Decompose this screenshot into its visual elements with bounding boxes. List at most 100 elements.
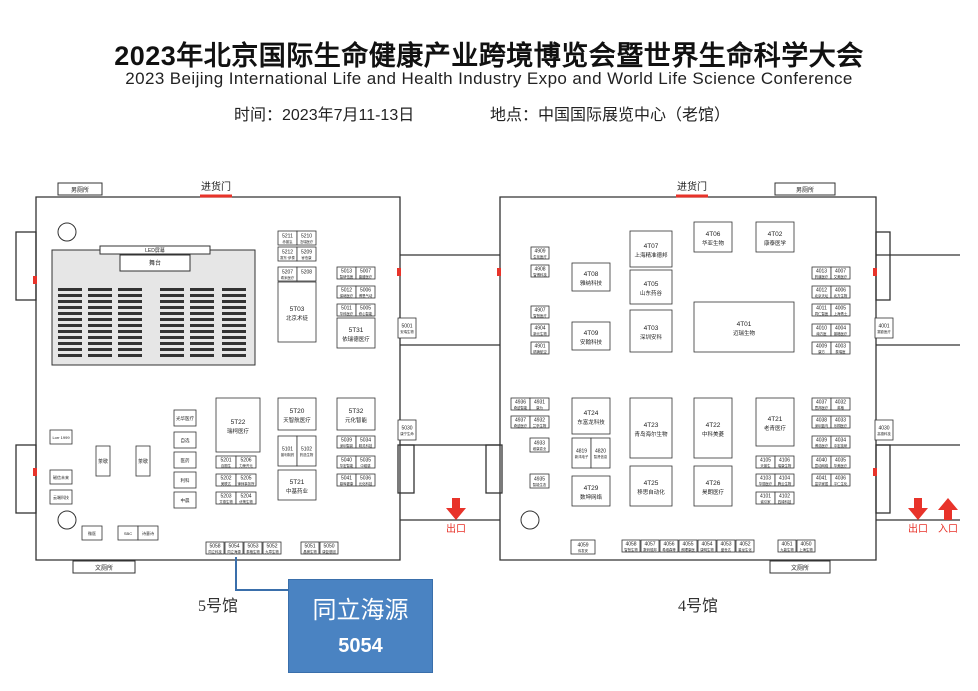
booth-box xyxy=(530,246,550,260)
booth-name: 东富龙科技 xyxy=(577,418,605,426)
booth-name: 依瑞德医疗 xyxy=(342,335,370,343)
hall5-label: 5号馆 xyxy=(198,598,239,615)
booth-name: 泰瑞医 xyxy=(835,349,846,354)
room-box xyxy=(173,431,197,449)
booth-name: 同仁智医 xyxy=(815,311,829,316)
booth-box xyxy=(716,539,736,553)
booth-id: 4933 xyxy=(534,441,545,447)
room: 利科 xyxy=(173,471,197,489)
entrance-5-label: 进货门 xyxy=(201,180,231,193)
booth-name: 新鸿电子 xyxy=(575,454,589,459)
booth-id: 4010 xyxy=(816,326,827,332)
booth-box xyxy=(571,475,611,507)
booth-box xyxy=(355,473,376,487)
booth-name: 希米医疗 xyxy=(281,275,295,280)
seat-row xyxy=(88,348,112,351)
booth-5208: 5208 xyxy=(296,266,317,282)
booth-name: 雅纳科技 xyxy=(580,279,603,287)
seat-row xyxy=(88,288,112,291)
booth-name: 智慧生物 xyxy=(624,547,638,552)
seat-row xyxy=(58,354,82,357)
hall4-outline xyxy=(499,196,877,561)
booth-id: 4039 xyxy=(816,438,827,444)
seat-row xyxy=(118,300,142,303)
booth-box xyxy=(355,266,376,280)
booth-box xyxy=(874,419,894,441)
entry-4-label: 入口 xyxy=(938,524,958,535)
booth-name: 精灵科技 xyxy=(359,443,373,448)
seat-row xyxy=(118,306,142,309)
booth-name: 思邦医疗 xyxy=(815,405,829,410)
room: 云端科技 xyxy=(49,489,73,505)
booth-name: 平仁生化 xyxy=(834,481,848,486)
booth-name: 优策生物 xyxy=(239,499,253,504)
seat-row xyxy=(160,306,184,309)
booth-name: 青岛海尔生物 xyxy=(634,430,668,438)
booth-name: 智研伍医 xyxy=(340,274,354,279)
room-box xyxy=(49,469,73,485)
booth-box xyxy=(830,455,851,469)
booth-name: 华美医疗 xyxy=(834,463,848,468)
booth-box xyxy=(224,541,244,555)
booth-box xyxy=(830,285,851,299)
seat-row xyxy=(160,294,184,297)
booth-box xyxy=(355,285,376,299)
room: 医药 xyxy=(173,451,197,469)
booth-name: 北京天坛 xyxy=(815,293,829,298)
room-label: 利科 xyxy=(181,477,190,484)
booth-box xyxy=(300,541,320,555)
exit-4-label: 出口 xyxy=(908,522,928,535)
booth-box xyxy=(621,539,641,553)
booth-box xyxy=(755,221,795,253)
booth-id: 4036 xyxy=(835,476,846,482)
restroom-m-4 xyxy=(774,182,836,196)
restroom-m-5-label: 男厕所 xyxy=(71,186,89,194)
room-box xyxy=(137,525,159,541)
event-location: 地点：中国国际展览中心（老馆） xyxy=(490,107,731,124)
booth-name: 普利制药 xyxy=(281,452,295,457)
booth-box xyxy=(205,541,225,555)
seat-row xyxy=(160,318,184,321)
booth-box xyxy=(571,321,611,351)
booth-id: 5203 xyxy=(220,494,231,500)
booth-id: 4013 xyxy=(816,269,827,275)
booth-id: 4901 xyxy=(534,344,545,350)
booth-box xyxy=(693,397,733,459)
seat-row xyxy=(58,294,82,297)
booth-name: 康泰医学 xyxy=(764,239,787,247)
restroom-f-4-label: 文厕所 xyxy=(791,564,809,572)
seat-row xyxy=(58,336,82,339)
room: SBC xyxy=(117,525,139,541)
seat-row xyxy=(160,354,184,357)
booth-id: 4103 xyxy=(760,476,771,482)
booth-name: 瑞康生物 xyxy=(778,463,792,468)
booth-box xyxy=(693,221,733,253)
callout-name: 同立海源 xyxy=(312,598,409,624)
booth-name: 药选生物 xyxy=(300,452,314,457)
booth-box xyxy=(571,397,611,435)
booth-name: 同立科技 xyxy=(208,549,222,554)
booth-name: 中宏技研 xyxy=(834,443,848,448)
